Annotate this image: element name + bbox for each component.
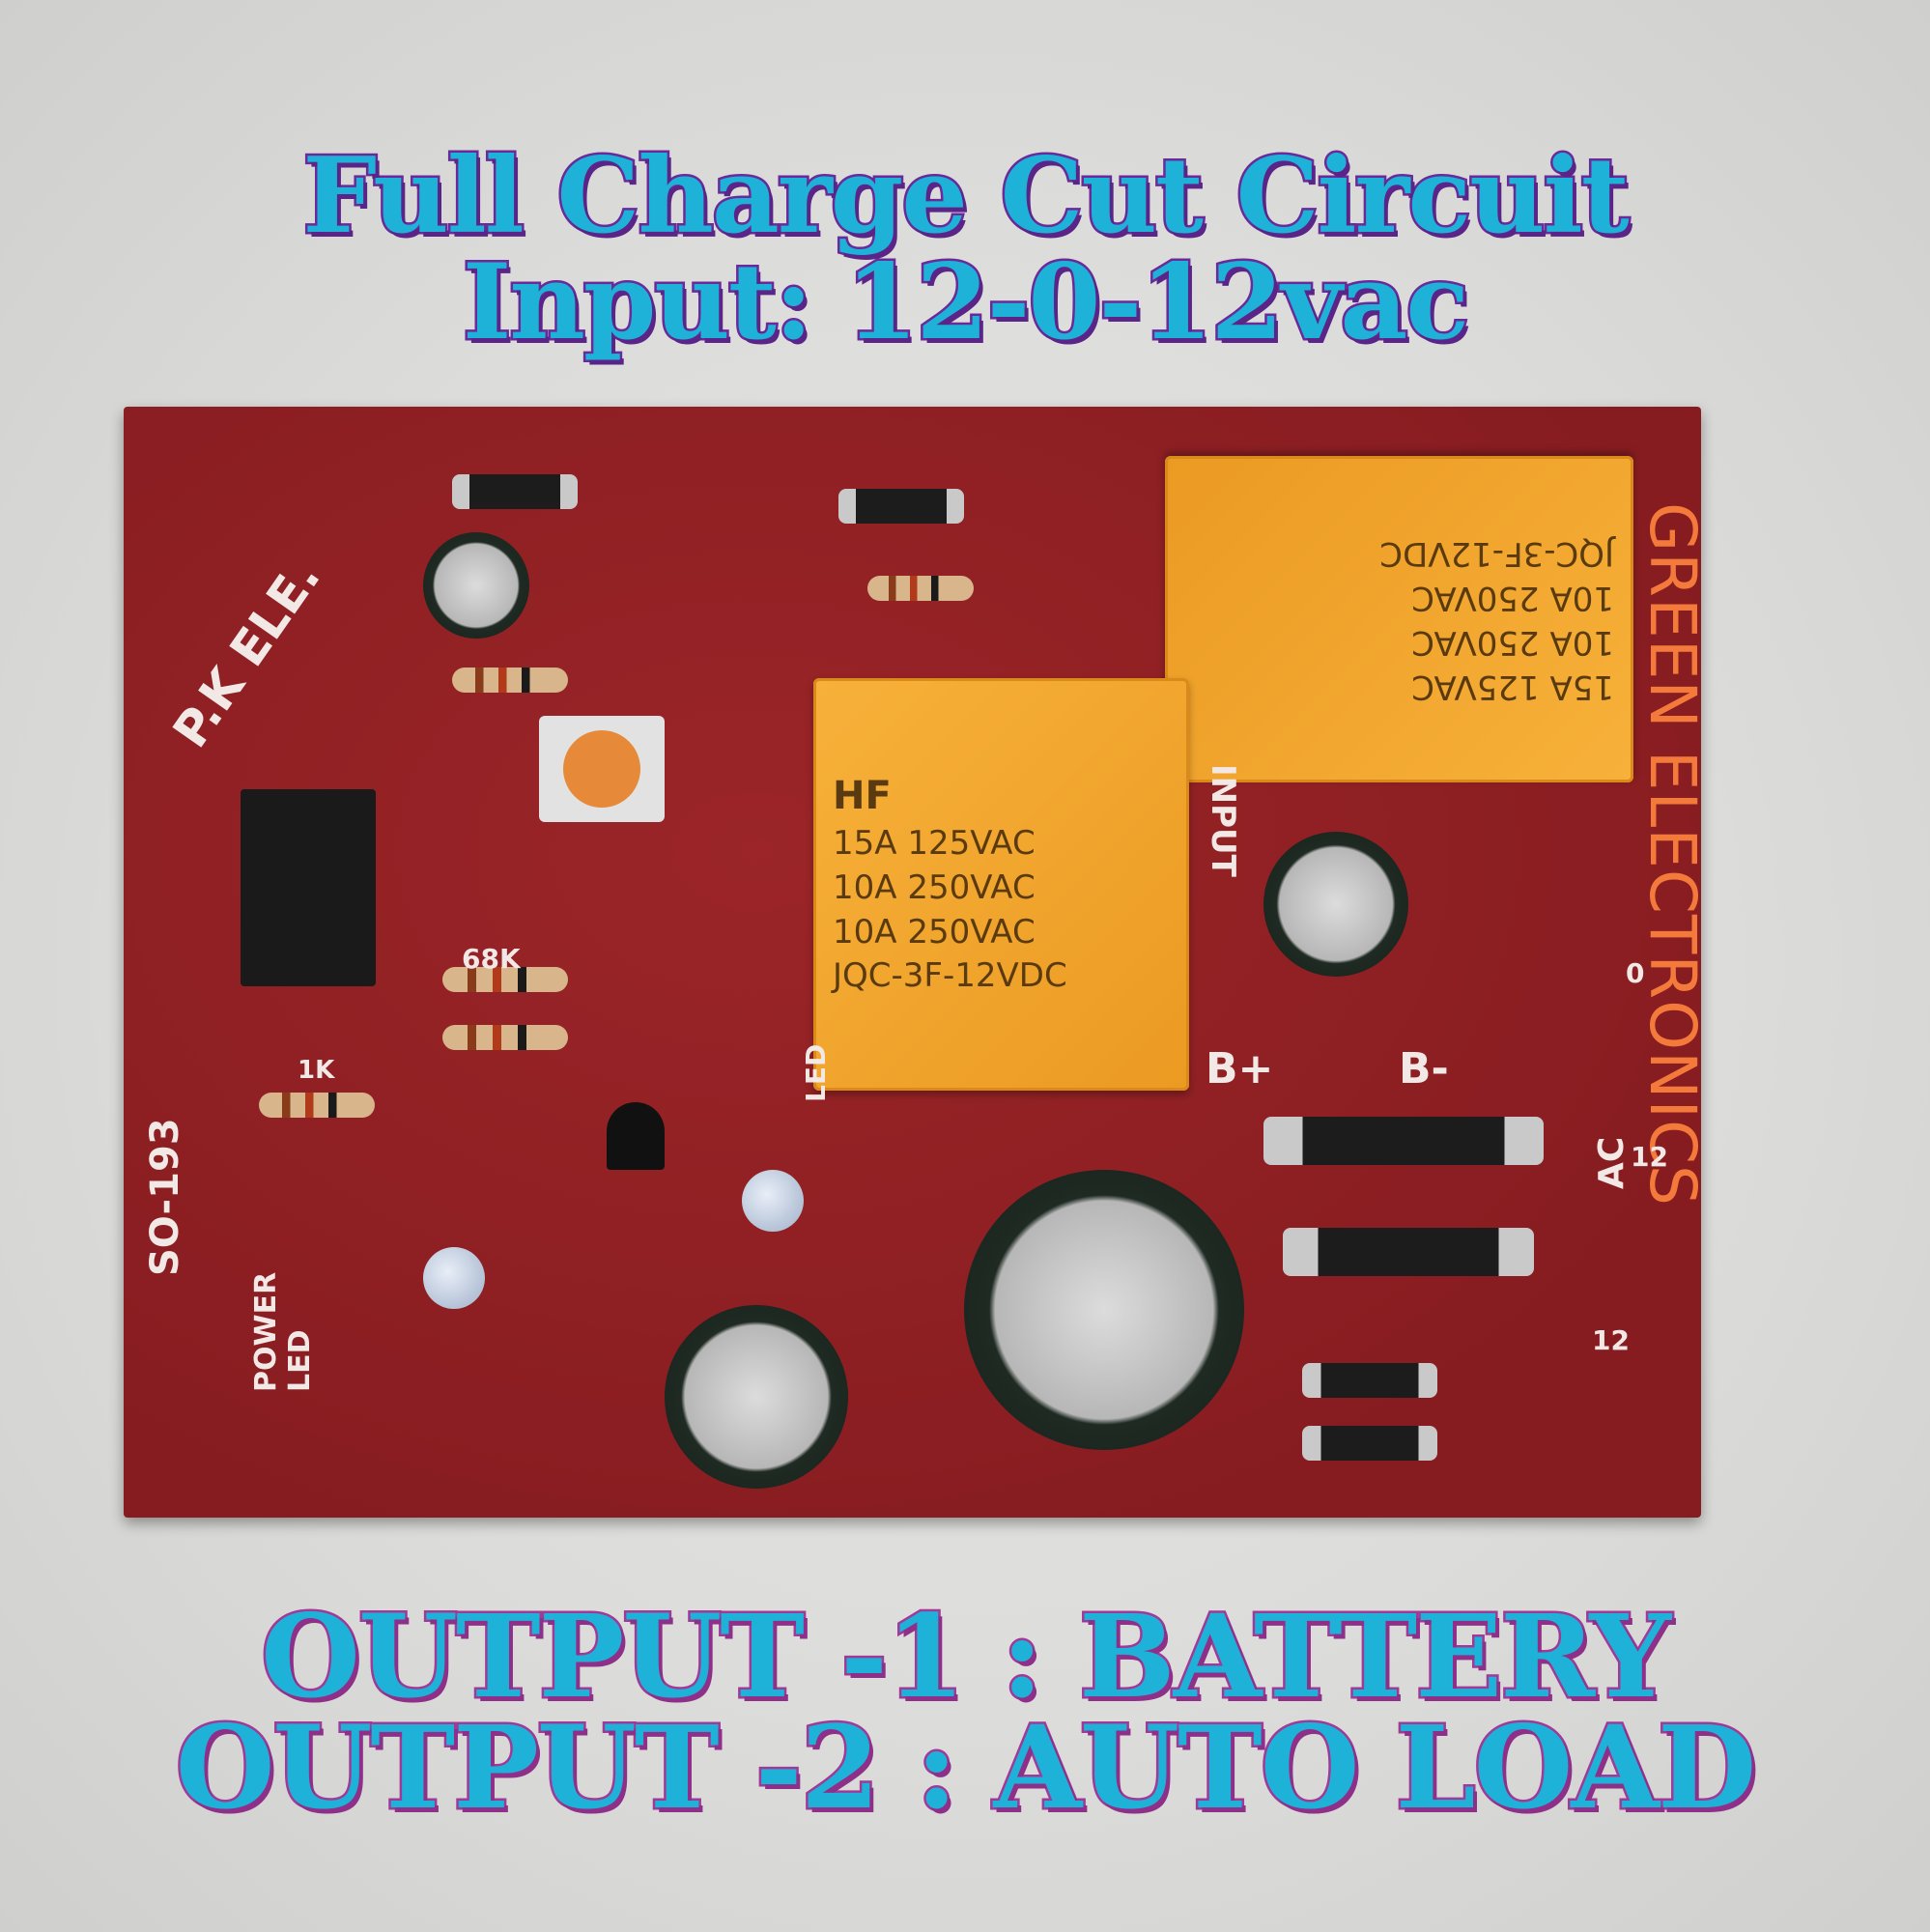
- diode: [452, 474, 578, 509]
- ic-chip: [241, 789, 376, 986]
- circuit-board: P.K ELE. SO-193 POWER LED 68K 1K INPUT B…: [124, 407, 1701, 1518]
- relay-1: 15A 125VAC 10A 250VAC 10A 250VAC JQC-3F-…: [1165, 456, 1633, 782]
- status-led: [742, 1170, 804, 1232]
- ac-label: AC: [1592, 1136, 1632, 1189]
- relay-2: HF 15A 125VAC 10A 250VAC 10A 250VAC JQC-…: [813, 678, 1189, 1091]
- model-label: SO-193: [143, 1118, 187, 1276]
- resistor: [452, 668, 568, 693]
- resistor: [867, 576, 974, 601]
- relay-brand-logo: HF: [833, 773, 892, 818]
- output-2-label: OUTPUT -2 : AUTO LOAD: [173, 1698, 1759, 1837]
- tap-12-label: 12: [1631, 1141, 1668, 1173]
- tap-12-label: 12: [1592, 1324, 1630, 1356]
- relay-model: JQC-3F-12VDC: [1379, 534, 1614, 574]
- rectifier-diode: [1263, 1117, 1544, 1165]
- relay-rating: 15A 125VAC: [1411, 667, 1614, 706]
- diode: [1302, 1426, 1437, 1461]
- b-plus-label: B+: [1206, 1044, 1274, 1094]
- relay-rating: 15A 125VAC: [833, 823, 1036, 863]
- resistor-1k-label: 1K: [298, 1056, 335, 1085]
- power-led-label: POWER LED: [249, 1271, 317, 1392]
- relay-rating: 10A 250VAC: [1411, 622, 1614, 662]
- diode: [1302, 1363, 1437, 1398]
- resistor: [442, 967, 568, 992]
- relay-model: JQC-3F-12VDC: [833, 956, 1067, 996]
- resistor: [259, 1093, 375, 1118]
- led-label: LED: [800, 1043, 832, 1102]
- resistor-68k-label: 68K: [462, 943, 521, 975]
- tap-0-label: 0: [1626, 957, 1645, 989]
- trimmer-potentiometer: [539, 716, 665, 822]
- watermark-text: GREEN ELECTRONICS: [1635, 502, 1710, 1207]
- output-1-label: OUTPUT -1 : BATTERY: [259, 1587, 1674, 1726]
- title-line-1: Full Charge Cut Circuit: [300, 133, 1632, 260]
- transistor: [607, 1102, 665, 1170]
- relay-rating: 10A 250VAC: [833, 867, 1036, 907]
- capacitor: [665, 1305, 848, 1489]
- rectifier-diode: [1283, 1228, 1534, 1276]
- power-led: [423, 1247, 485, 1309]
- input-label: INPUT: [1204, 764, 1242, 877]
- title-line-2: Input: 12-0-12vac: [460, 240, 1471, 366]
- b-minus-label: B-: [1399, 1044, 1449, 1094]
- relay-rating: 10A 250VAC: [833, 912, 1036, 952]
- capacitor: [1263, 832, 1408, 977]
- relay-rating: 10A 250VAC: [1411, 579, 1614, 617]
- diode: [838, 489, 964, 524]
- capacitor: [423, 532, 529, 639]
- filter-capacitor: [964, 1170, 1244, 1450]
- maker-label: P.K ELE.: [162, 550, 331, 758]
- resistor: [442, 1025, 568, 1050]
